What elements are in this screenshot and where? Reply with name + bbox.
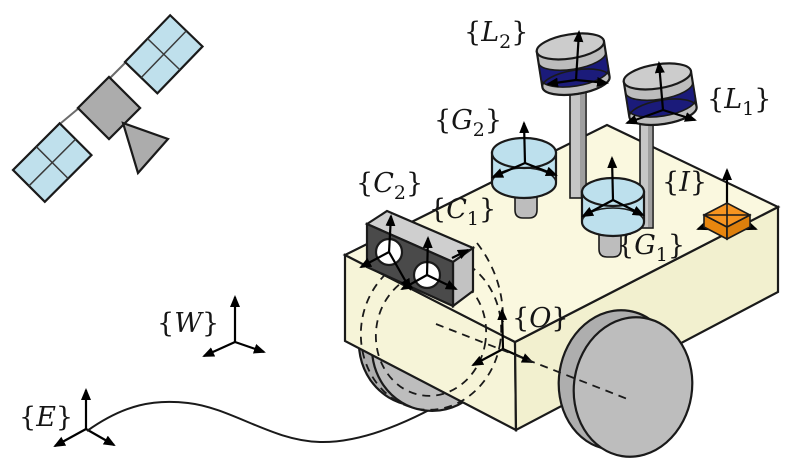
g1-axis-right — [612, 199, 645, 216]
lidar-2-bottom-rim — [541, 68, 611, 96]
satellite-antenna-horn — [121, 121, 170, 176]
lidar-2 — [535, 32, 611, 97]
satellite-boom-upper — [108, 61, 127, 80]
world-frame-axes — [202, 295, 266, 358]
left-wheel-dashed-inner — [374, 271, 488, 397]
frame-label-c1: {C1} — [429, 194, 496, 230]
l2-axis-right — [575, 77, 609, 88]
l1-axis-left — [625, 108, 664, 125]
imu — [702, 202, 752, 241]
c2-axis-up — [385, 214, 396, 253]
c1-axis-left — [400, 274, 428, 290]
g2-axis-right — [524, 161, 558, 177]
earth-frame-axes — [53, 388, 116, 447]
lidar-mast-1-shade — [648, 105, 653, 227]
frame-label-l1: {L1} — [707, 84, 771, 120]
o-axis-left — [471, 348, 504, 366]
g2-axis-up — [519, 121, 530, 164]
solar-panel-grid-line — [28, 138, 77, 187]
w-axis-left — [202, 340, 236, 358]
frame-label-g2: {G2} — [434, 105, 502, 141]
lidar-2-lid — [535, 32, 606, 61]
o-axis-up — [497, 308, 508, 350]
frame-label-w: {W} — [157, 308, 219, 339]
lidar-1 — [622, 62, 698, 127]
trajectory-curve — [86, 397, 452, 444]
frame-label-l2: {L2} — [464, 17, 528, 53]
l1-axis-up — [654, 61, 665, 111]
satellite-boom-lower — [60, 107, 80, 124]
g2-axis-left — [491, 161, 526, 179]
right-wheel — [557, 309, 694, 458]
solar-panel-lower — [11, 121, 94, 204]
c2-axis-left — [359, 251, 390, 268]
solar-panel-upper — [123, 13, 205, 95]
l2-axis-up — [573, 30, 584, 81]
frame-label-g1: {G1} — [617, 230, 685, 266]
g1-axis-up — [607, 156, 618, 201]
stereo-camera — [359, 209, 476, 309]
e-axis-left — [53, 428, 87, 447]
gps-1-bottom-rim — [581, 207, 645, 237]
c1-axis-right — [426, 274, 458, 290]
satellite — [11, 13, 205, 204]
frame-label-e: {E} — [19, 402, 73, 433]
left-wheel-dashed-outer — [359, 253, 503, 411]
lidar-mast-2-shade — [580, 79, 586, 197]
frame-label-c2: {C2} — [356, 168, 423, 204]
w-axis-right — [234, 340, 266, 354]
l1-axis-right — [662, 108, 697, 122]
frame-label-o: {O} — [512, 303, 569, 334]
gps-antenna-1 — [580, 156, 646, 258]
wheel-axle-dashed-line — [435, 323, 631, 401]
frame-label-i: {I} — [662, 167, 707, 198]
g1-axis-left — [581, 199, 614, 217]
right-wheel-front-face — [572, 316, 694, 458]
e-axis-right — [85, 428, 116, 446]
l2-axis-left — [546, 77, 577, 88]
c1-axis-back — [451, 249, 470, 259]
gps-antenna-2 — [490, 121, 558, 219]
lidar-mast-2 — [569, 77, 587, 199]
solar-panel-grid-line — [140, 30, 187, 79]
c1-axis-up — [422, 236, 433, 276]
